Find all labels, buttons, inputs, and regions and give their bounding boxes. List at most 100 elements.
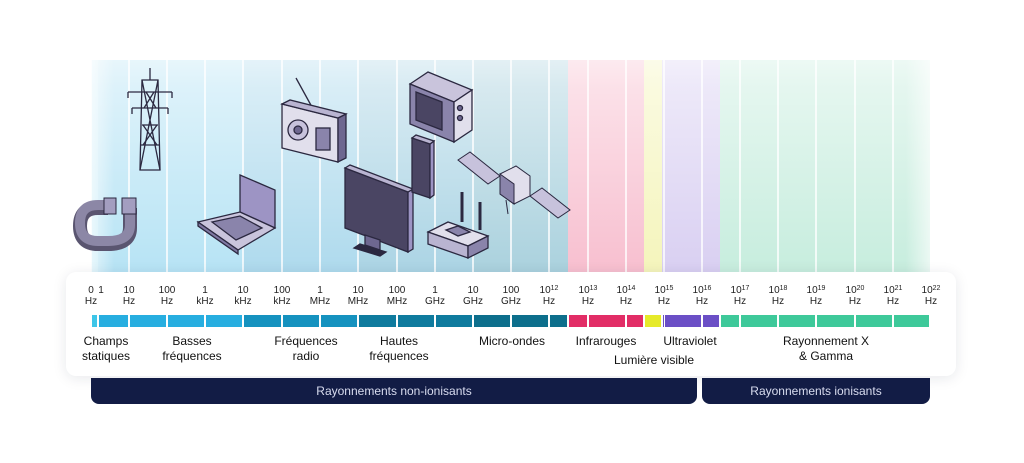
frequency-label-extra: 1 — [82, 285, 120, 296]
frequency-unit: kHz — [273, 296, 291, 307]
frequency-exponent: 13 — [589, 285, 598, 292]
frequency-value: 10 — [616, 285, 628, 296]
non-ionizing-group: Rayonnements non-ionisants — [91, 378, 697, 404]
band-label: Infrarouges — [575, 334, 637, 348]
spectrum-segment — [206, 315, 242, 327]
spectrum-segment — [589, 315, 625, 327]
spectrum-segment — [92, 315, 97, 327]
spectrum-segment — [474, 315, 510, 327]
spectrum-segment — [817, 315, 854, 327]
spectrum-segment — [627, 315, 643, 327]
frequency-exponent: 22 — [932, 285, 941, 292]
spectrum-segment — [283, 315, 319, 327]
spectrum-segment — [99, 315, 128, 327]
frequency-value: 100 — [158, 285, 176, 296]
band-label: Micro-ondes — [478, 334, 546, 348]
frequency-unit: Hz — [809, 296, 823, 307]
frequency-exponent: 18 — [779, 285, 788, 292]
frequency-unit: Hz — [122, 296, 136, 307]
spectrum-segment — [779, 315, 815, 327]
frequency-unit: Hz — [619, 296, 633, 307]
frequency-unit: GHz — [501, 296, 521, 307]
frequency-value: 10 — [578, 285, 590, 296]
frequency-unit: Hz — [924, 296, 938, 307]
power-pylon-icon — [127, 68, 173, 171]
frequency-value: 10 — [237, 285, 249, 296]
frequency-unit: MHz — [309, 296, 331, 307]
frequency-exponent: 16 — [703, 285, 712, 292]
frequency-unit: Hz — [160, 296, 174, 307]
spectrum-segment — [398, 315, 434, 327]
frequency-value: 100 — [273, 285, 291, 296]
spectrum-segment — [359, 315, 396, 327]
frequency-unit: MHz — [386, 296, 408, 307]
frequency-value: 10 — [123, 285, 135, 296]
frequency-value: 10 — [883, 285, 895, 296]
frequency-unit: Hz — [848, 296, 862, 307]
frequency-unit: Hz — [542, 296, 556, 307]
spectrum-segment — [665, 315, 701, 327]
frequency-unit: kHz — [196, 296, 214, 307]
radio-icon — [280, 77, 348, 164]
frequency-value: 0 — [88, 285, 94, 296]
magnet-icon — [72, 197, 137, 251]
frequency-unit: GHz — [425, 296, 445, 307]
frequency-unit: Hz — [657, 296, 671, 307]
frequency-value: 10 — [845, 285, 857, 296]
frequency-value: 1 — [202, 285, 208, 296]
band-label: Ultraviolet — [663, 334, 717, 348]
frequency-unit: kHz — [234, 296, 252, 307]
frequency-value: 100 — [388, 285, 406, 296]
spectrum-segment — [130, 315, 166, 327]
spectrum-segment — [645, 315, 661, 327]
wifi-router-icon — [426, 192, 490, 260]
frequency-value: 10 — [730, 285, 742, 296]
frequency-exponent: 17 — [741, 285, 750, 292]
band-label: Rayonnement X& Gamma — [782, 334, 870, 363]
spectrum-segment — [512, 315, 548, 327]
frequency-value: 10 — [539, 285, 551, 296]
frequency-unit: Hz — [733, 296, 747, 307]
spectrum-segment — [436, 315, 472, 327]
frequency-value: 10 — [806, 285, 818, 296]
non-ionizing-label: Rayonnements non-ionisants — [316, 384, 472, 398]
frequency-exponent: 21 — [894, 285, 903, 292]
spectrum-segment — [321, 315, 357, 327]
spectrum-segment — [741, 315, 777, 327]
frequency-unit: Hz — [771, 296, 785, 307]
spectrum-segment — [703, 315, 719, 327]
frequency-unit: MHz — [347, 296, 369, 307]
frequency-unit: Hz — [581, 296, 595, 307]
frequency-exponent: 15 — [665, 285, 674, 292]
ionizing-group: Rayonnements ionisants — [702, 378, 930, 404]
spectrum-segment — [569, 315, 587, 327]
ionizing-label: Rayonnements ionisants — [750, 384, 882, 398]
frequency-value: 1 — [98, 285, 104, 296]
frequency-value: 10 — [352, 285, 364, 296]
